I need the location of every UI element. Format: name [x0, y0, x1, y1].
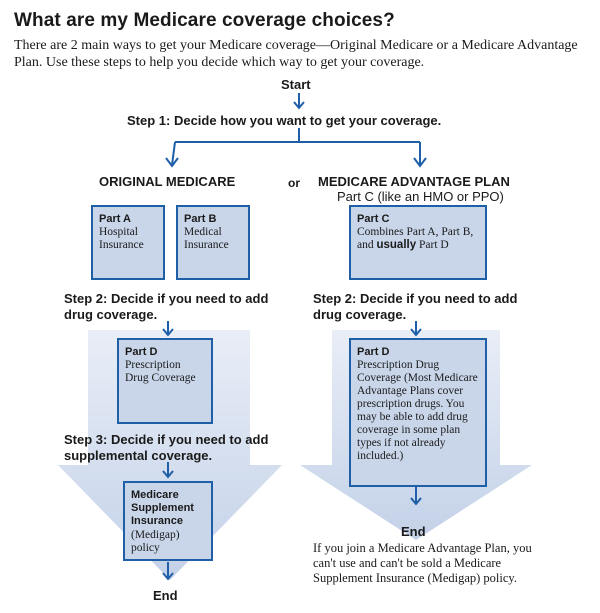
- part-b-title: Part B: [184, 213, 217, 225]
- left-step2-label: Step 2: Decide if you need to add drug c…: [64, 291, 269, 322]
- right-part-d-title: Part D: [357, 346, 390, 358]
- start-label: Start: [281, 77, 311, 92]
- intro-text: There are 2 main ways to get your Medica…: [14, 38, 578, 70]
- right-end-label: End: [401, 524, 426, 539]
- original-medicare-heading: ORIGINAL MEDICARE: [99, 174, 236, 189]
- medicare-advantage-heading: MEDICARE ADVANTAGE PLAN: [318, 174, 510, 189]
- part-a-desc: Hospital Insurance: [99, 226, 144, 251]
- left-part-d-desc: Prescription Drug Coverage: [125, 359, 196, 384]
- left-part-d-title: Part D: [125, 346, 158, 358]
- medigap-desc: (Medigap) policy: [131, 529, 180, 554]
- part-c-title: Part C: [357, 213, 390, 225]
- step3-label: Step 3: Decide if you need to add supple…: [64, 432, 269, 463]
- or-label: or: [288, 176, 300, 190]
- left-part-d-box: Part D Prescription Drug Coverage: [117, 338, 213, 424]
- medicare-advantage-note: If you join a Medicare Advantage Plan, y…: [313, 541, 532, 585]
- right-part-d-desc: Prescription Drug Coverage (Most Medicar…: [357, 359, 478, 462]
- left-band-arrow: [58, 330, 282, 580]
- right-part-d-box: Part D Prescription Drug Coverage (Most …: [349, 338, 487, 487]
- part-b-box: Part B Medical Insurance: [176, 205, 250, 280]
- left-end-label: End: [153, 588, 178, 603]
- step1-label: Step 1: Decide how you want to get your …: [127, 113, 442, 128]
- medigap-box: Medicare Supplement Insurance (Medigap) …: [123, 481, 213, 561]
- part-a-title: Part A: [99, 213, 131, 225]
- part-b-desc: Medical Insurance: [184, 226, 229, 251]
- right-step2-label: Step 2: Decide if you need to add drug c…: [313, 291, 518, 322]
- page-title: What are my Medicare coverage choices?: [14, 10, 395, 31]
- part-a-box: Part A Hospital Insurance: [91, 205, 165, 280]
- part-c-desc: Combines Part A, Part B, and usually Par…: [357, 226, 474, 251]
- part-c-subheading: Part C (like an HMO or PPO): [337, 189, 504, 204]
- part-c-box: Part C Combines Part A, Part B, and usua…: [349, 205, 487, 280]
- medigap-title: Medicare Supplement Insurance: [131, 489, 194, 527]
